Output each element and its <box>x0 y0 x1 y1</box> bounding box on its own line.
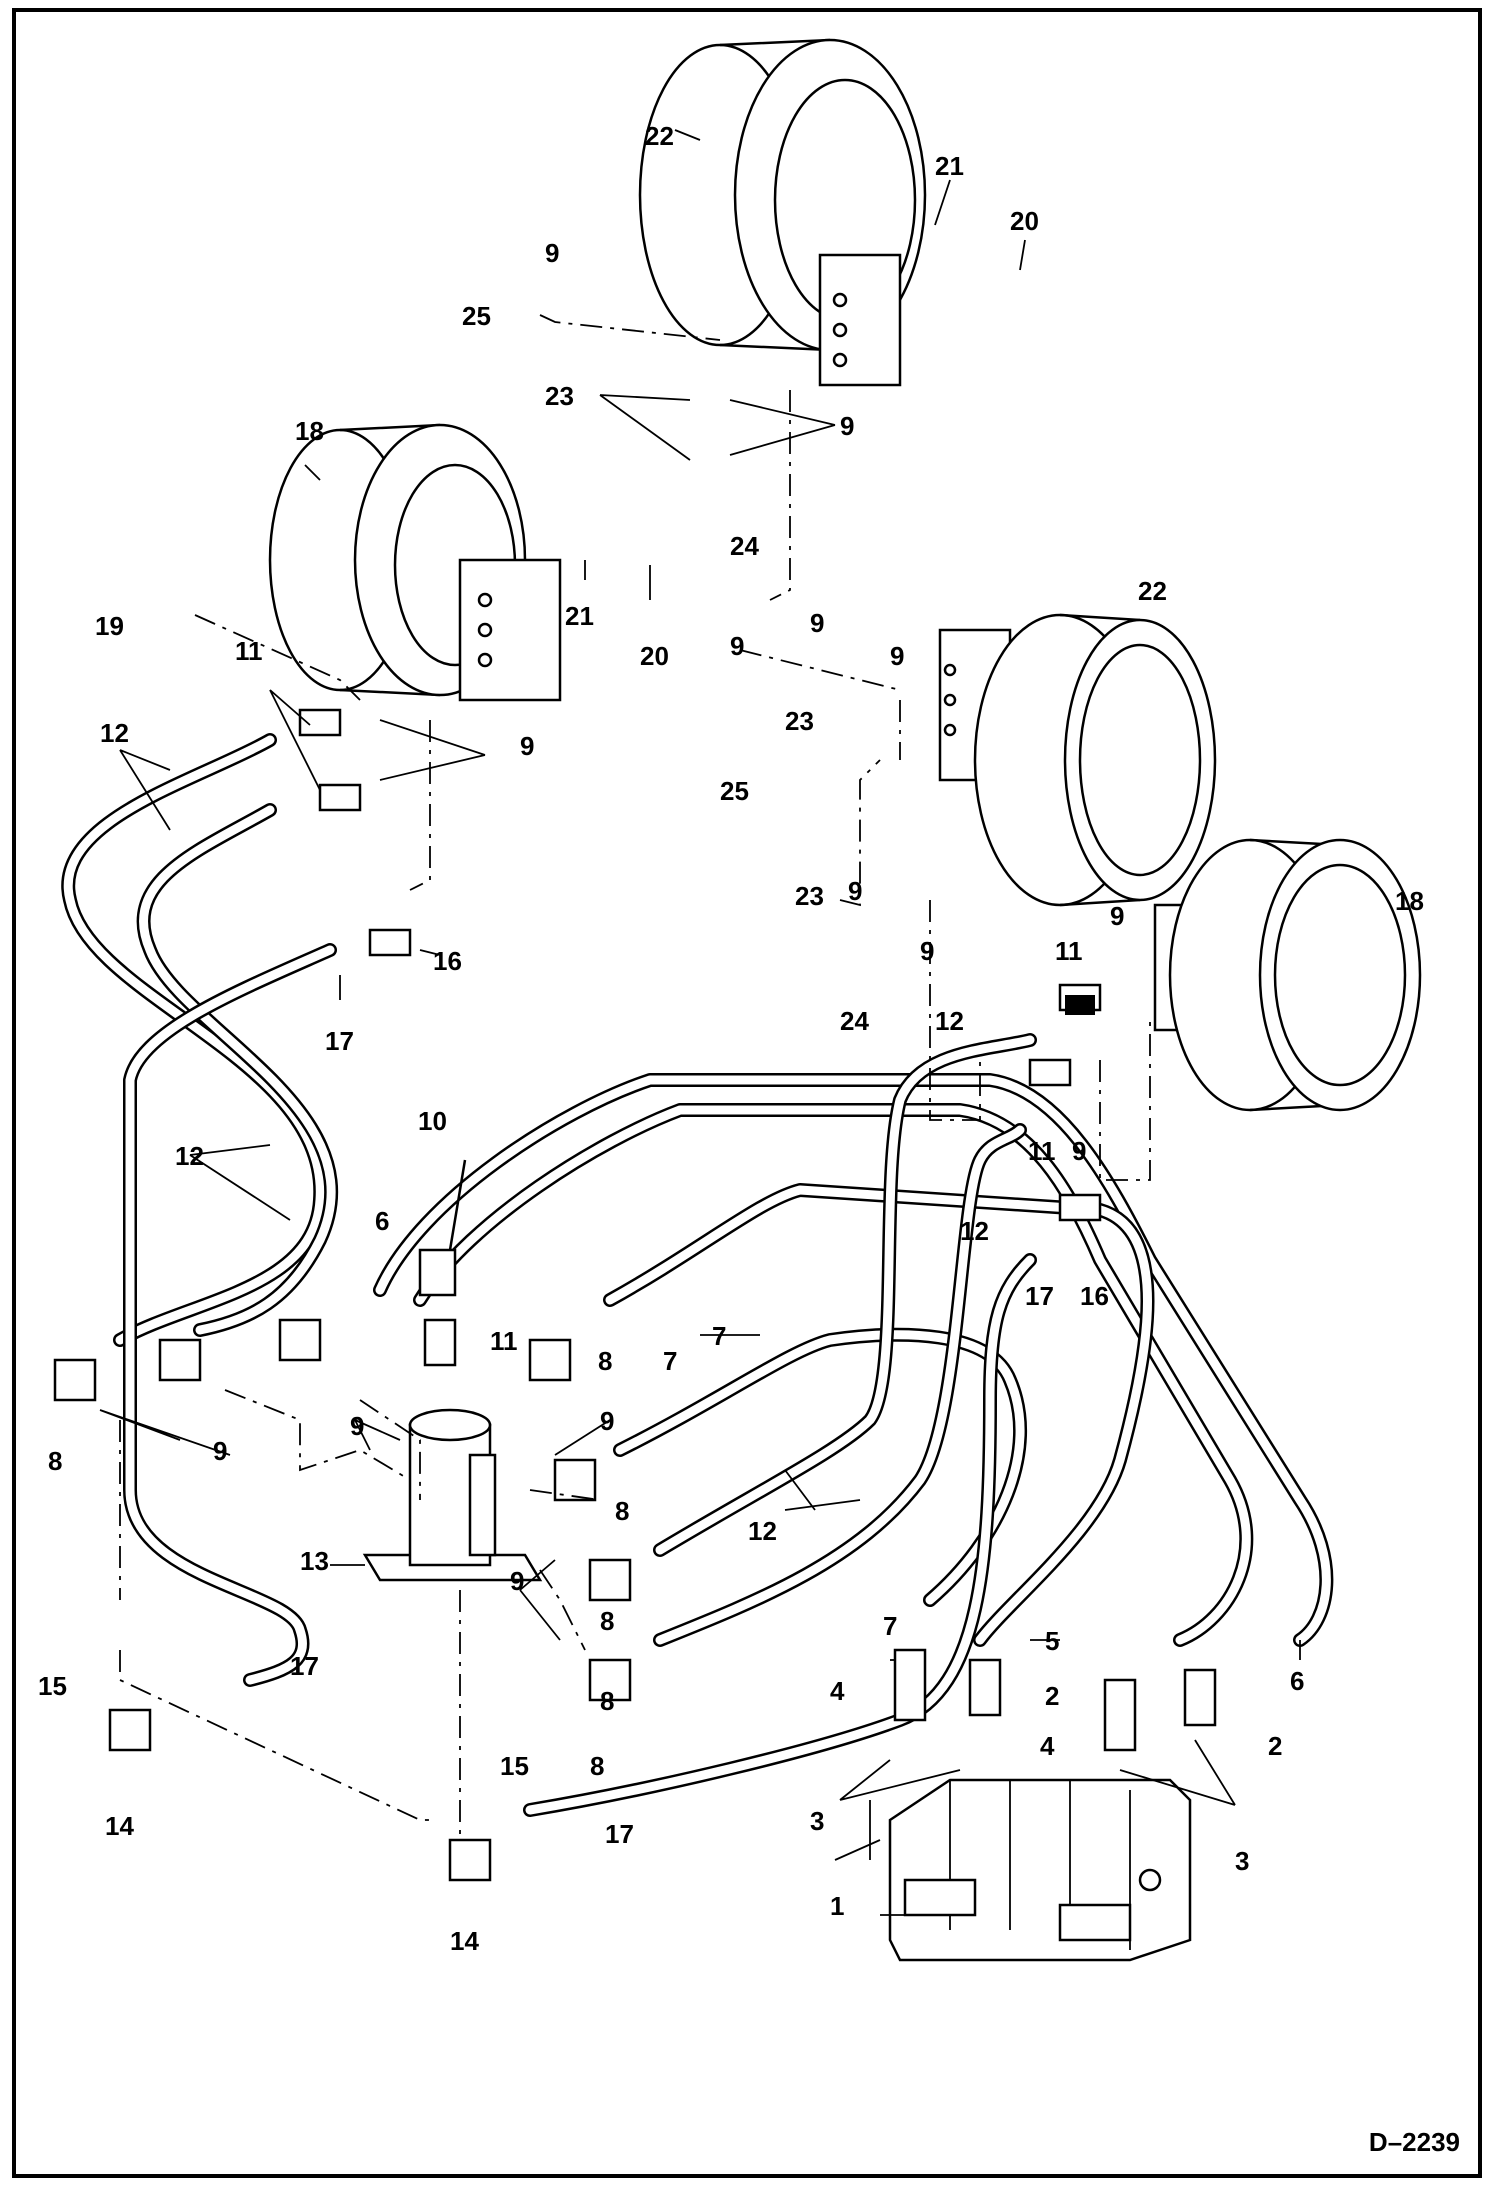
callout-21: 21 <box>935 151 964 181</box>
callout-1: 1 <box>830 1891 844 1921</box>
callout-20: 20 <box>640 641 669 671</box>
callout-9: 9 <box>1110 901 1124 931</box>
callout-14: 14 <box>450 1926 479 1956</box>
callout-19: 19 <box>95 611 124 641</box>
callout-23: 23 <box>795 881 824 911</box>
callout-6: 6 <box>1290 1666 1304 1696</box>
callout-2: 2 <box>1268 1731 1282 1761</box>
callout-22: 22 <box>1138 576 1167 606</box>
callout-9: 9 <box>730 631 744 661</box>
callout-8: 8 <box>600 1606 614 1636</box>
callout-8: 8 <box>48 1446 62 1476</box>
callout-18: 18 <box>1395 886 1424 916</box>
callout-12: 12 <box>175 1141 204 1171</box>
callout-3: 3 <box>1235 1846 1249 1876</box>
callout-5: 5 <box>1045 1626 1059 1656</box>
callout-15: 15 <box>38 1671 67 1701</box>
callout-12: 12 <box>100 718 129 748</box>
callout-11: 11 <box>490 1326 518 1356</box>
callout-17: 17 <box>1025 1281 1054 1311</box>
callout-4: 4 <box>830 1676 845 1706</box>
callout-20: 20 <box>1010 206 1039 236</box>
callout-9: 9 <box>920 936 934 966</box>
callout-7: 7 <box>663 1346 677 1376</box>
callout-8: 8 <box>600 1686 614 1716</box>
callout-14: 14 <box>105 1811 134 1841</box>
callout-2: 2 <box>1045 1681 1059 1711</box>
callout-7: 7 <box>883 1611 897 1641</box>
callout-7: 7 <box>712 1321 726 1351</box>
callout-9: 9 <box>510 1566 524 1596</box>
callout-9: 9 <box>350 1411 364 1441</box>
callout-11: 11 <box>1028 1136 1056 1166</box>
callout-9: 9 <box>840 411 854 441</box>
callout-9: 9 <box>848 876 862 906</box>
fittings <box>53 708 1217 1882</box>
callout-12: 12 <box>935 1006 964 1036</box>
swivel-joint <box>362 1408 543 1582</box>
callout-24: 24 <box>730 531 759 561</box>
hose-bundle <box>61 733 1334 1817</box>
callout-9: 9 <box>545 238 559 268</box>
callout-21: 21 <box>565 601 594 631</box>
callout-8: 8 <box>615 1496 629 1526</box>
callout-8: 8 <box>590 1751 604 1781</box>
callout-6: 6 <box>375 1206 389 1236</box>
callout-17: 17 <box>325 1026 354 1056</box>
callout-13: 13 <box>300 1546 329 1576</box>
callout-23: 23 <box>785 706 814 736</box>
callout-15: 15 <box>500 1751 529 1781</box>
callout-9: 9 <box>520 731 534 761</box>
callout-22: 22 <box>645 121 674 151</box>
callout-9: 9 <box>890 641 904 671</box>
callout-10: 10 <box>418 1106 447 1136</box>
callout-23: 23 <box>545 381 574 411</box>
callout-9: 9 <box>600 1406 614 1436</box>
callout-11: 11 <box>1055 936 1083 966</box>
callout-18: 18 <box>295 416 324 446</box>
leader-lines <box>99 129 1301 1916</box>
callout-9: 9 <box>1072 1136 1086 1166</box>
callout-17: 17 <box>605 1819 634 1849</box>
travel-motor-22-right <box>938 613 1217 907</box>
drawing-number: D–2239 <box>1368 2127 1460 2157</box>
callout-9: 9 <box>810 608 824 638</box>
callout-4: 4 <box>1040 1731 1055 1761</box>
callout-25: 25 <box>720 776 749 806</box>
travel-motor-18-right <box>1153 838 1422 1112</box>
control-valve-assembly <box>888 1778 1192 1962</box>
travel-motor-22-top <box>638 38 927 387</box>
callout-12: 12 <box>748 1516 777 1546</box>
callout-25: 25 <box>462 301 491 331</box>
callout-16: 16 <box>433 946 462 976</box>
callout-3: 3 <box>810 1806 824 1836</box>
callout-16: 16 <box>1080 1281 1109 1311</box>
callout-11: 11 <box>235 636 263 666</box>
callout-9: 9 <box>213 1436 227 1466</box>
callout-labels: 22 21 20 9 25 23 9 18 24 21 20 9 22 19 1… <box>38 121 1424 1956</box>
travel-motor-18-left <box>268 423 562 702</box>
callout-8: 8 <box>598 1346 612 1376</box>
callout-12: 12 <box>960 1216 989 1246</box>
callout-24: 24 <box>840 1006 869 1036</box>
callout-17: 17 <box>290 1651 319 1681</box>
